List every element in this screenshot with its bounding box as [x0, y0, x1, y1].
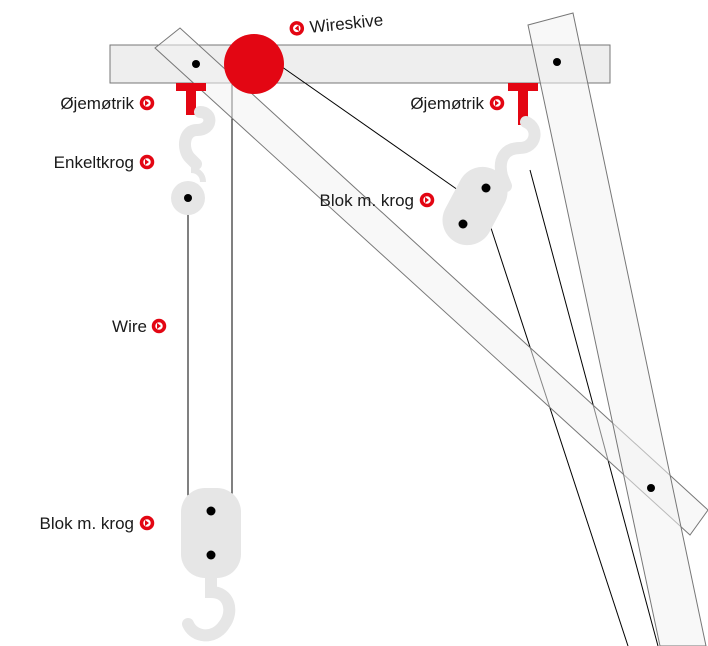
red-ring-arrow-icon: [419, 192, 435, 208]
red-ring-arrow-icon: [289, 21, 305, 36]
red-ring-arrow-icon: [139, 515, 155, 531]
label-blok-upper-text: Blok m. krog: [320, 191, 414, 210]
upper-block-bolt-top: [481, 183, 491, 193]
red-ring-arrow-icon: [489, 95, 505, 111]
lower-block-bolt-bottom: [206, 550, 216, 560]
right-eye-nut: [508, 83, 538, 125]
label-enkeltkrog-text: Enkeltkrog: [54, 153, 134, 172]
upper-block-bolt-bottom: [458, 219, 468, 229]
left-eye-nut: [176, 83, 206, 115]
wire-pulley: [224, 34, 284, 94]
beam-bolt-left: [192, 60, 200, 68]
single-hook-bolt: [184, 194, 192, 202]
lower-hook: [182, 572, 236, 642]
lower-block-bolt-top: [206, 506, 216, 516]
lower-block: [181, 488, 241, 578]
wire-long-1: [489, 224, 629, 646]
label-ojemotrik-right: Øjemøtrik: [410, 94, 505, 113]
red-ring-arrow-icon: [139, 154, 155, 170]
label-blok-lower: Blok m. krog: [40, 514, 155, 533]
label-blok-lower-text: Blok m. krog: [40, 514, 134, 533]
label-wire: Wire: [112, 317, 167, 336]
diagonal-beam: [154, 27, 708, 536]
upper-block-hook: [494, 116, 541, 192]
leaning-beam: [527, 12, 707, 646]
label-wireskive: Wireskive: [289, 10, 384, 37]
upper-block: [442, 166, 508, 246]
label-blok-upper: Blok m. krog: [320, 191, 435, 210]
label-ojemotrik-right-text: Øjemøtrik: [410, 94, 484, 113]
beam-bolt-right: [553, 58, 561, 66]
red-ring-arrow-icon: [151, 318, 167, 334]
label-wireskive-text: Wireskive: [309, 10, 384, 37]
label-enkeltkrog: Enkeltkrog: [54, 153, 155, 172]
diagonal-beam-bolt: [647, 484, 655, 492]
wire-diagonal: [264, 54, 459, 191]
label-wire-text: Wire: [112, 317, 147, 336]
label-ojemotrik-left-text: Øjemøtrik: [60, 94, 134, 113]
red-ring-arrow-icon: [139, 95, 155, 111]
single-hook: [179, 106, 216, 183]
label-ojemotrik-left: Øjemøtrik: [60, 94, 155, 113]
